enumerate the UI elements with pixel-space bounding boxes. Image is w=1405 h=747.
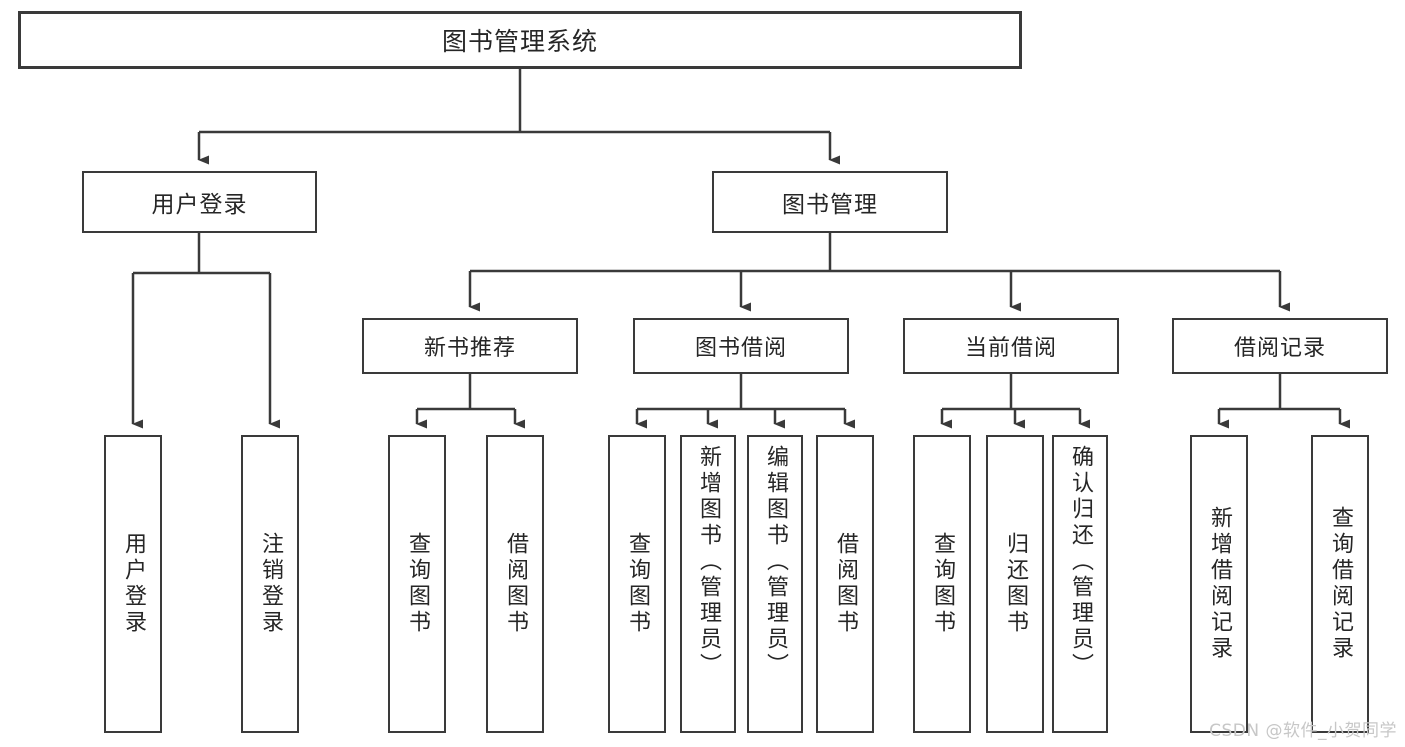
node-user-login-label: 用户登录 (151, 192, 248, 218)
node-leaf-query-book-3-label: 查询图书 (930, 532, 955, 636)
node-borrow-record[interactable]: 借阅记录 (1172, 318, 1388, 374)
node-root-label: 图书管理系统 (441, 27, 598, 56)
node-leaf-borrow-book-1-label: 借阅图书 (503, 532, 528, 636)
node-book-manage[interactable]: 图书管理 (712, 171, 948, 233)
node-current-borrow-label: 当前借阅 (964, 336, 1057, 361)
node-leaf-return-book-label: 归还图书 (1003, 532, 1028, 636)
node-leaf-logout-login[interactable]: 注销登录 (241, 435, 299, 733)
node-leaf-query-borrow-record-label: 查询借阅记录 (1328, 506, 1353, 662)
node-leaf-query-book-1-label: 查询图书 (405, 532, 430, 636)
node-leaf-confirm-return-admin-label: 确认归还（管理员） (1068, 445, 1093, 679)
node-leaf-logout-login-label: 注销登录 (258, 532, 283, 636)
node-leaf-confirm-return-admin[interactable]: 确认归还（管理员） (1052, 435, 1108, 733)
node-leaf-borrow-book-1[interactable]: 借阅图书 (486, 435, 544, 733)
node-leaf-add-borrow-record[interactable]: 新增借阅记录 (1190, 435, 1248, 733)
node-leaf-add-book-admin-label: 新增图书（管理员） (696, 445, 721, 679)
node-leaf-query-borrow-record[interactable]: 查询借阅记录 (1311, 435, 1369, 733)
node-leaf-edit-book-admin[interactable]: 编辑图书（管理员） (747, 435, 803, 733)
node-new-book-rec-label: 新书推荐 (423, 336, 516, 361)
node-leaf-edit-book-admin-label: 编辑图书（管理员） (763, 445, 788, 679)
node-leaf-query-book-1[interactable]: 查询图书 (388, 435, 446, 733)
node-new-book-rec[interactable]: 新书推荐 (362, 318, 578, 374)
node-book-borrow-label: 图书借阅 (694, 336, 787, 361)
node-leaf-add-book-admin[interactable]: 新增图书（管理员） (680, 435, 736, 733)
node-leaf-return-book[interactable]: 归还图书 (986, 435, 1044, 733)
node-book-manage-label: 图书管理 (782, 192, 878, 218)
node-leaf-borrow-book-2[interactable]: 借阅图书 (816, 435, 874, 733)
node-leaf-query-book-2[interactable]: 查询图书 (608, 435, 666, 733)
node-leaf-query-book-2-label: 查询图书 (625, 532, 650, 636)
node-leaf-query-book-3[interactable]: 查询图书 (913, 435, 971, 733)
node-borrow-record-label: 借阅记录 (1233, 336, 1326, 361)
node-current-borrow[interactable]: 当前借阅 (903, 318, 1119, 374)
node-leaf-add-borrow-record-label: 新增借阅记录 (1207, 506, 1232, 662)
watermark: CSDN @软件_小贺同学 (1209, 721, 1397, 741)
node-user-login[interactable]: 用户登录 (82, 171, 317, 233)
node-leaf-user-login[interactable]: 用户登录 (104, 435, 162, 733)
node-leaf-user-login-label: 用户登录 (121, 532, 146, 636)
node-root[interactable]: 图书管理系统 (18, 11, 1022, 69)
node-book-borrow[interactable]: 图书借阅 (633, 318, 849, 374)
node-leaf-borrow-book-2-label: 借阅图书 (833, 532, 858, 636)
